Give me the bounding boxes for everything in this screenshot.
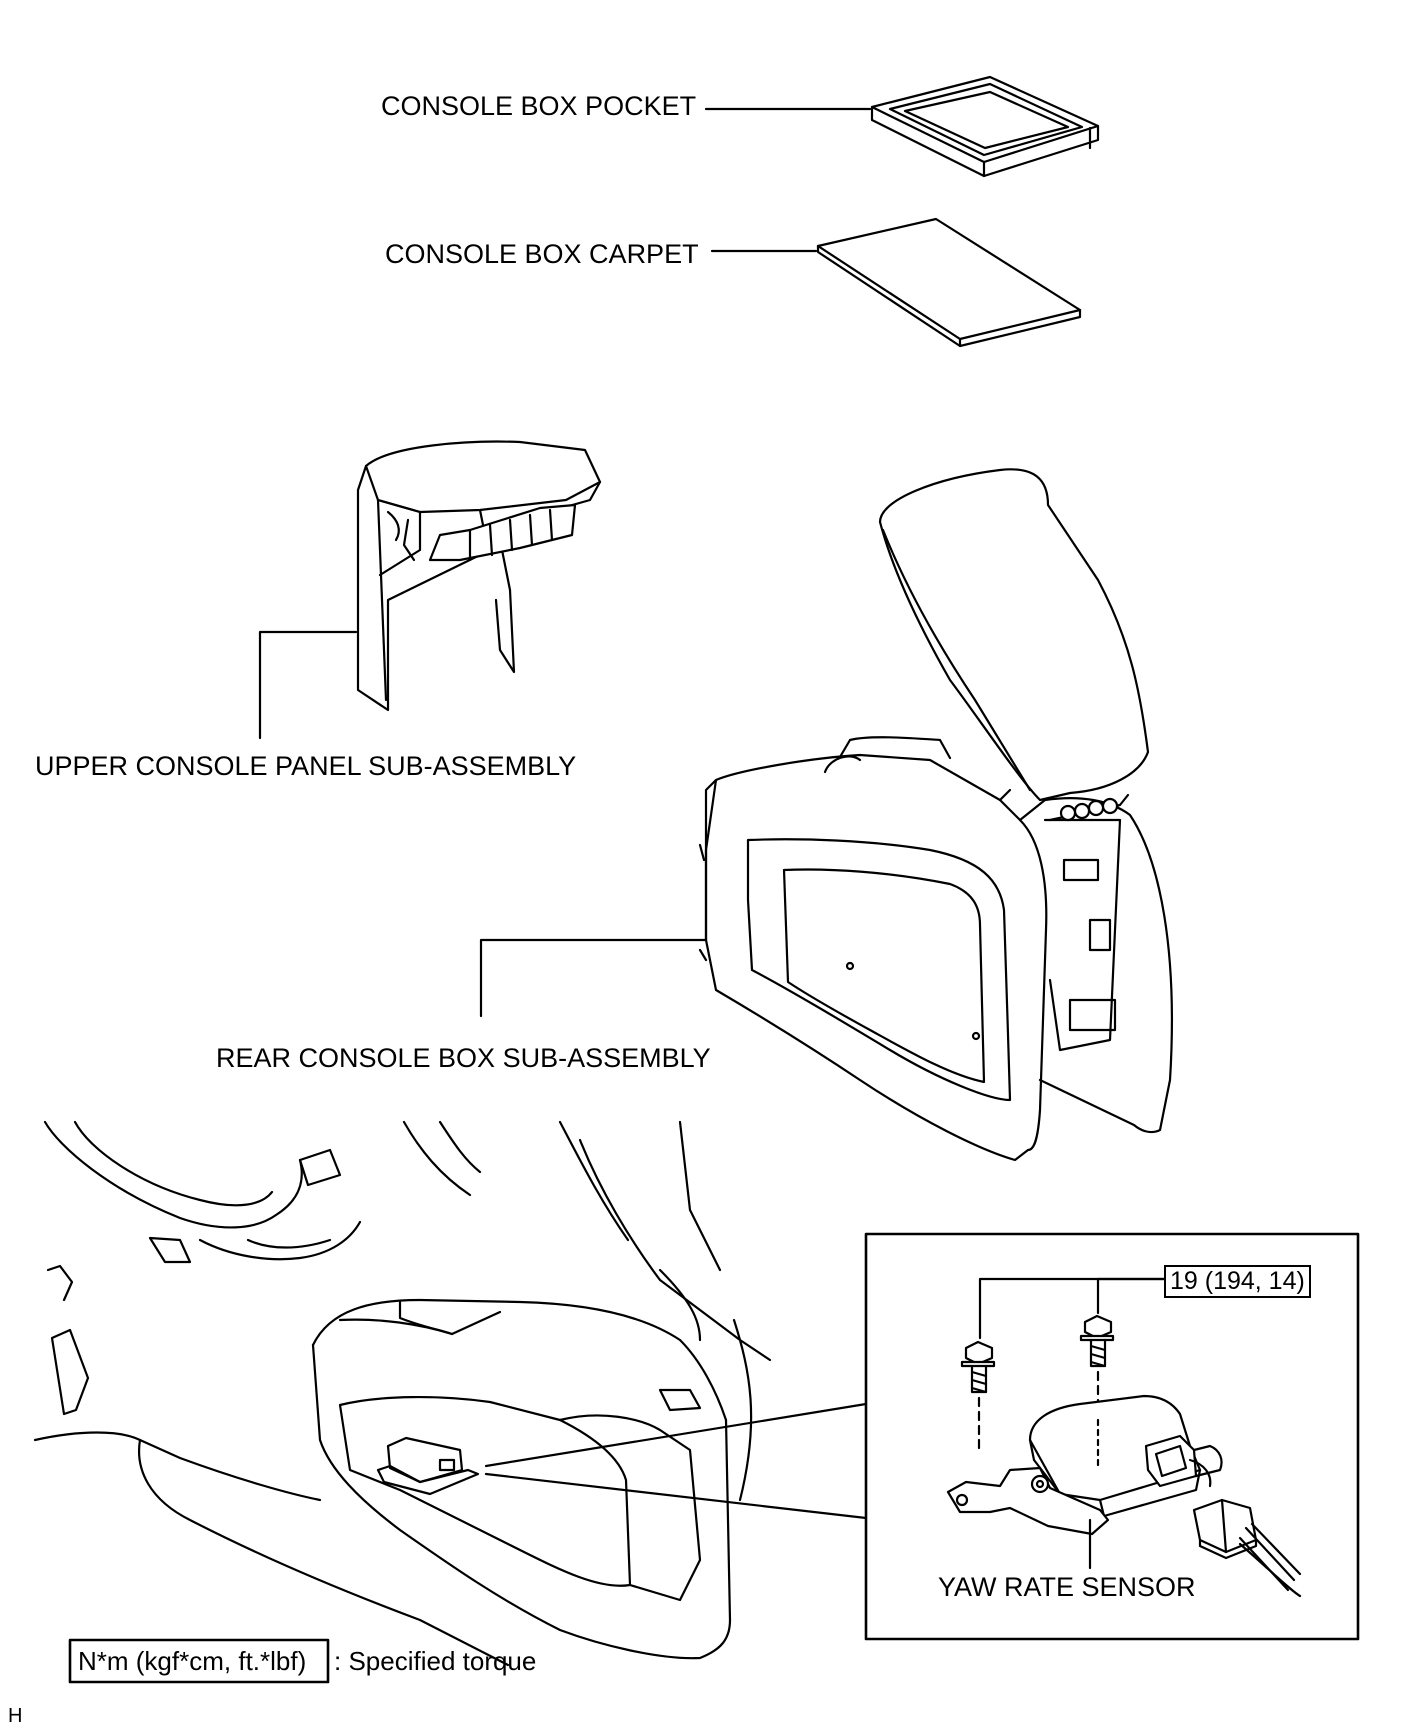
zoom-line-lower (484, 1472, 868, 1520)
corner-mark: H (8, 1705, 23, 1727)
torque-units-legend: N*m (kgf*cm, ft.*lbf) (78, 1646, 307, 1676)
bolt-right (1079, 1314, 1115, 1422)
zoom-line-upper (484, 1402, 868, 1468)
yaw-rate-sensor-detail-drawing (946, 1277, 1302, 1598)
yaw-rate-sensor-label: YAW RATE SENSOR (938, 1572, 1196, 1602)
console-box-pocket-drawing (870, 75, 1100, 178)
console-box-carpet-drawing (816, 217, 1082, 348)
vehicle-interior-drawing (33, 1120, 772, 1667)
torque-value-box: 19 (194, 14) (1164, 1265, 1311, 1298)
specified-torque-description: : Specified torque (334, 1646, 537, 1676)
bolt-left (960, 1340, 996, 1454)
legend-box-frame (68, 1638, 330, 1684)
rear-console-leader-line (479, 938, 708, 1018)
mating-connector (1192, 1498, 1302, 1598)
console-box-carpet-label: CONSOLE BOX CARPET (385, 239, 699, 269)
detail-view-frame (864, 1232, 1360, 1641)
console-box-pocket-label: CONSOLE BOX POCKET (381, 91, 697, 121)
rear-console-box-drawing (698, 468, 1173, 1162)
rear-console-box-label: REAR CONSOLE BOX SUB-ASSEMBLY (216, 1043, 711, 1073)
upper-panel-leader-line (258, 630, 358, 740)
upper-console-panel-drawing (356, 440, 602, 712)
upper-console-panel-label: UPPER CONSOLE PANEL SUB-ASSEMBLY (35, 751, 577, 781)
